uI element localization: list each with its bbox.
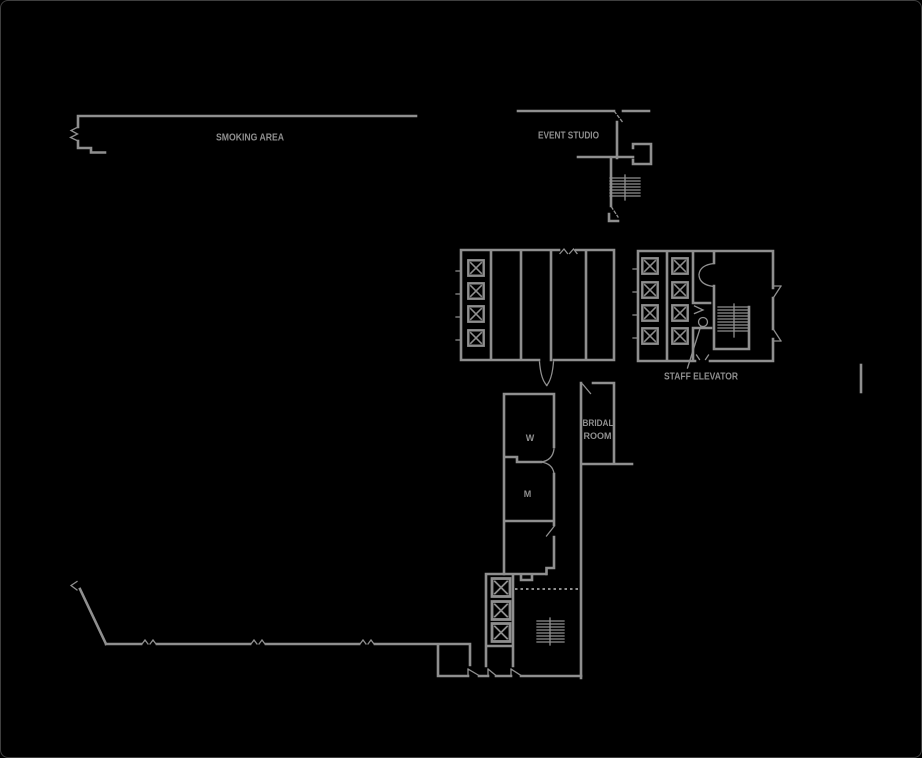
elevator-shaft [490,622,512,643]
lower-elevator-bank [484,572,578,668]
staff-elevator-callout-circle [697,316,709,328]
elevator-shaft [467,282,485,300]
elevator-shaft [467,305,485,323]
elevator-shaft [671,327,689,345]
womens-restroom-label: W [526,433,535,443]
bridal-room-label-line2: ROOM [584,431,612,441]
main-elevator-bank [455,247,616,387]
elevator-shaft [641,257,659,275]
smoking-area-label: SMOKING AREA [216,133,284,144]
mens-restroom-label: M [524,489,532,499]
bridal-room-walls [579,381,634,680]
elevator-shaft [490,577,512,598]
elevator-shaft [467,259,485,277]
event-studio-stairs [609,174,641,201]
smoking-area-walls [69,114,418,154]
restroom-walls [502,392,556,576]
lower-stairs [536,617,565,646]
event-studio-walls [516,109,653,223]
bottom-door-marks [467,668,522,677]
elevator-shaft [671,257,689,275]
elevator-shaft [671,304,689,322]
elevator-shaft [467,329,485,347]
event-studio-label: EVENT STUDIO [538,131,599,142]
door-jamb-marks [141,638,375,645]
elevator-shaft [641,327,659,345]
bridal-room-label-line1: BRIDAL [583,418,614,428]
elevator-shaft [641,304,659,322]
double-door-swing [538,361,555,387]
elevator-shaft [671,281,689,299]
south-wing-walls [69,580,583,678]
staff-elevator-label: STAFF ELEVATOR [664,372,739,383]
staff-elevator-leader-line [686,326,702,369]
staff-elevator-block [632,249,782,369]
elevator-shaft [490,600,512,621]
staff-stairs [717,303,750,338]
elevator-shaft [641,281,659,299]
